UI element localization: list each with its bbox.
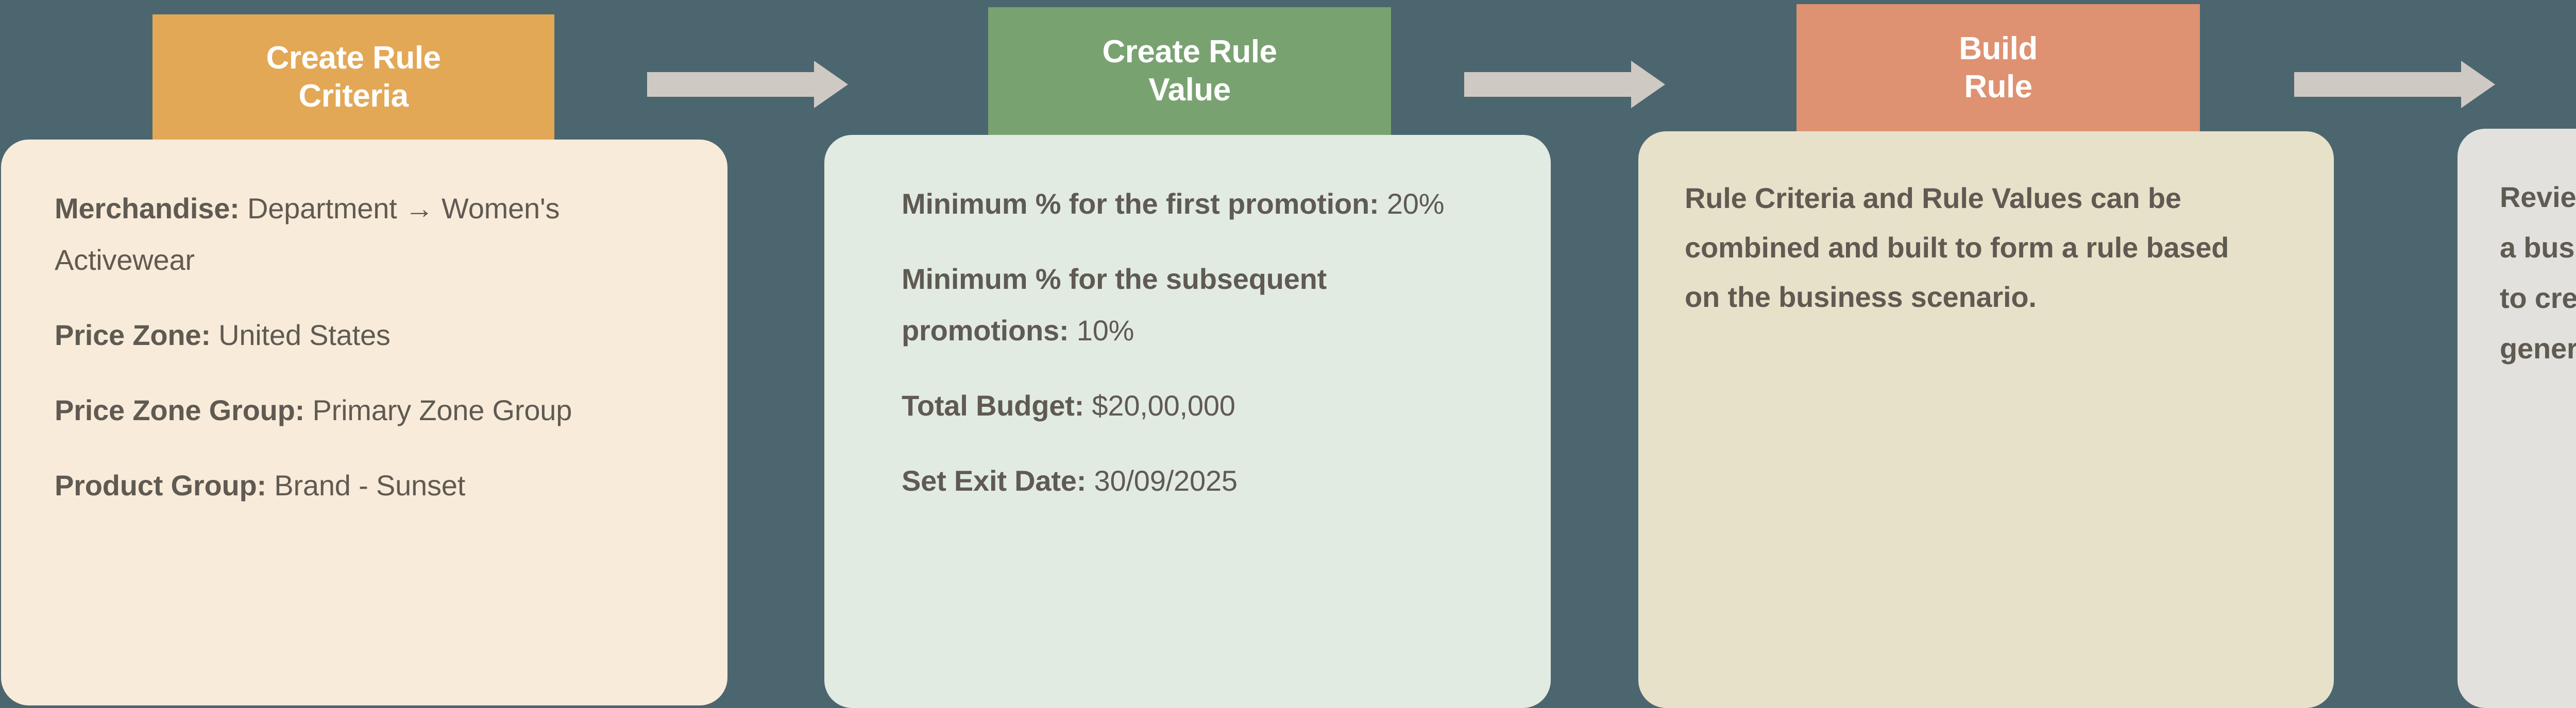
field-label: Merchandise: [55,192,240,225]
field-value: 20% [1379,187,1445,220]
field-row: Price Zone Group: Primary Zone Group [55,385,674,436]
step-header-create-rule-value[interactable]: Create Rule Value [988,7,1391,135]
step-header-create-rule-criteria[interactable]: Create Rule Criteria [152,14,554,140]
arrow-head [814,61,848,108]
step-card-create-rule-value: Minimum % for the first promotion: 20% M… [824,135,1551,708]
field-label: Price Zone Group: [55,394,305,426]
narrative-text: Review and save the rule to be applied w… [2500,181,2576,365]
field-row: Total Budget: $20,00,000 [902,380,1473,431]
field-label: Product Group: [55,469,266,502]
field-value: $20,00,000 [1084,389,1235,422]
field-value: Primary Zone Group [304,394,572,426]
field-label: Price Zone: [55,319,211,351]
field-value: 10% [1069,314,1134,347]
field-row: Merchandise: Department → Women's Active… [55,183,674,286]
step-card-create-rule-criteria: Merchandise: Department → Women's Active… [1,140,727,705]
arrow-shaft [647,72,814,97]
arrow-shaft [1464,72,1631,97]
arrow-head [2461,61,2495,108]
step-header-line-1: Build [1959,30,2038,66]
field-value: 30/09/2025 [1086,464,1238,497]
arrow-step2-to-step3 [1464,61,1665,108]
step-header-line-1: Create Rule [1102,34,1277,70]
arrow-head [1631,61,1665,108]
step-header-line-2: Criteria [298,78,409,114]
field-label: Set Exit Date: [902,464,1087,497]
step-body-create-rule-value: Minimum % for the first promotion: 20% M… [824,178,1551,507]
arrow-step1-to-step2 [647,61,848,108]
field-label: Total Budget: [902,389,1084,422]
step-header-line-2: Rule [1964,68,2032,105]
step-body-review-and-save-rule: Review and save the rule to be applied w… [2458,172,2576,374]
field-row: Minimum % for the first promotion: 20% [902,178,1473,230]
field-value: Department → Women's Activewear [55,192,560,276]
field-label: Minimum % for the first promotion: [902,187,1379,220]
field-row: Price Zone: United States [55,309,674,361]
step-header-build-rule[interactable]: Build Rule [1797,4,2200,131]
narrative-text: Rule Criteria and Rule Values can be com… [1685,182,2229,313]
arrow-step3-to-step4 [2294,61,2495,108]
step-header-line-2: Value [1148,72,1231,108]
field-row: Set Exit Date: 30/09/2025 [902,455,1473,507]
step-card-review-and-save-rule: Review and save the rule to be applied w… [2458,129,2576,708]
step-body-build-rule: Rule Criteria and Rule Values can be com… [1638,174,2334,322]
step-body-create-rule-criteria: Merchandise: Department → Women's Active… [1,183,727,511]
field-value: United States [210,319,391,351]
step-header-line-1: Create Rule [266,40,441,76]
field-label: Minimum % for the subsequent promotions: [902,263,1327,347]
field-row: Minimum % for the subsequent promotions:… [902,253,1473,356]
step-card-build-rule: Rule Criteria and Rule Values can be com… [1638,131,2334,708]
arrow-shaft [2294,72,2461,97]
field-value: Brand - Sunset [266,469,466,502]
field-row: Product Group: Brand - Sunset [55,460,674,511]
